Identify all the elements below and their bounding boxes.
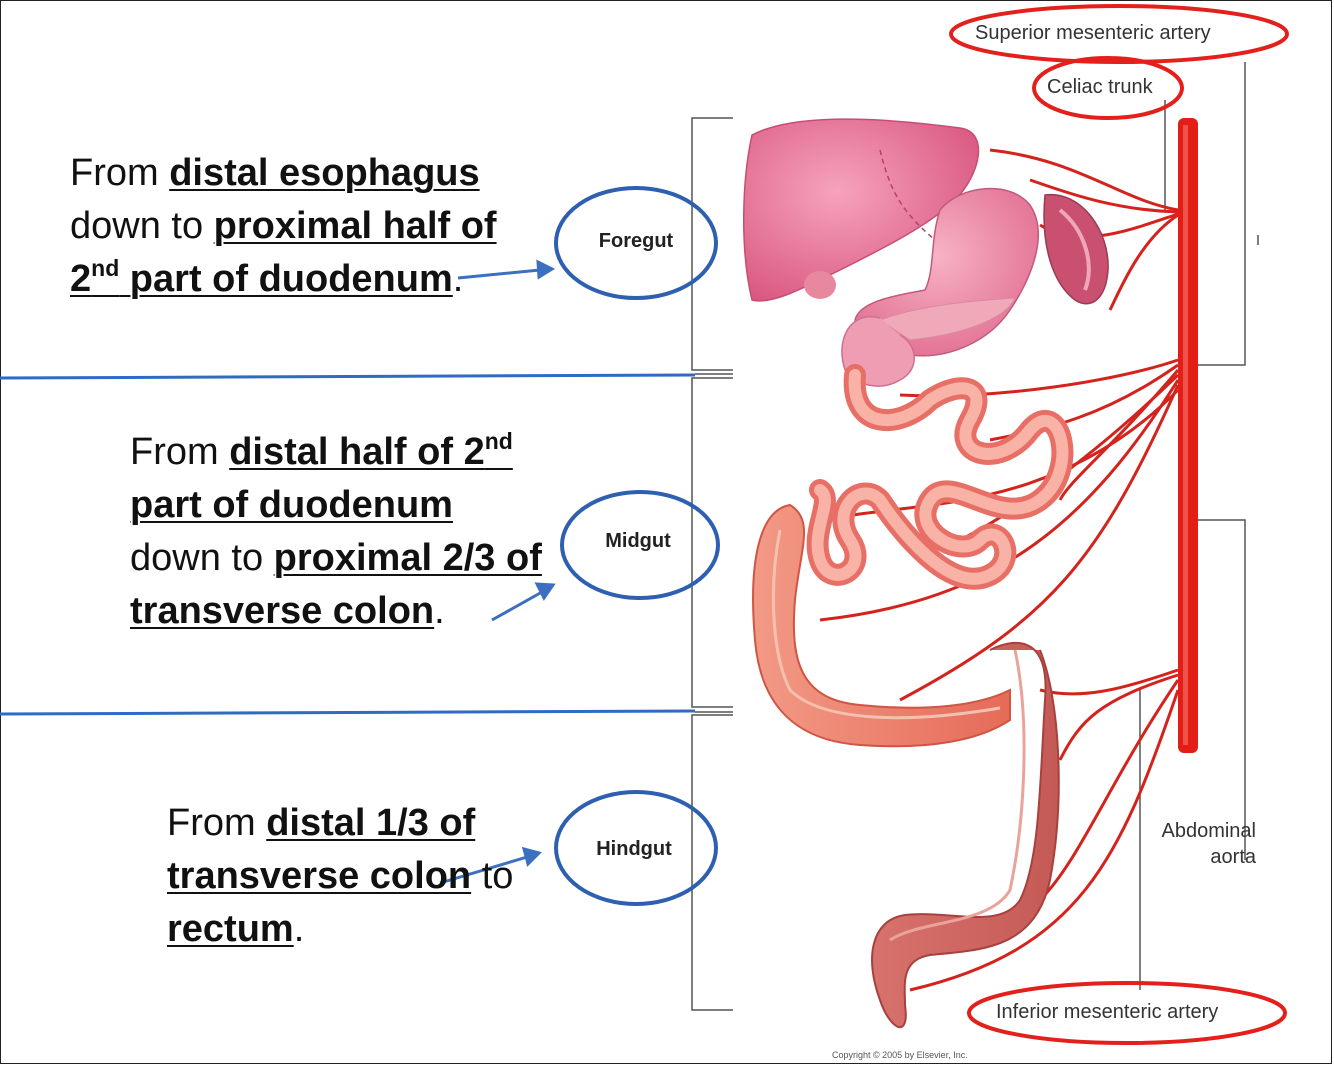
inferior-mesenteric-highlight xyxy=(967,981,1287,1045)
colon-midgut xyxy=(752,503,1011,748)
superior-mesenteric-highlight xyxy=(949,4,1289,64)
region-brackets xyxy=(691,117,733,1011)
midgut-label: Midgut xyxy=(605,530,671,552)
celiac-trunk-highlight xyxy=(1032,56,1184,120)
hindgut-label: Hindgut xyxy=(596,838,672,860)
liver xyxy=(742,118,980,302)
foregut-description: From distal esophagus down to proximal h… xyxy=(70,152,497,300)
midgut-description: From distal half of 2nd part of duodenum… xyxy=(130,428,542,633)
small-intestine xyxy=(806,364,1074,590)
superior-mesenteric-artery-label: Superior mesenteric artery xyxy=(975,22,1211,44)
hindgut-description: From distal 1/3 of transverse colon to r… xyxy=(167,802,514,950)
pointer-arrows xyxy=(439,259,556,885)
midgut-circle xyxy=(560,490,720,600)
artery-brackets xyxy=(1139,62,1259,990)
celiac-trunk-label: Celiac trunk xyxy=(1047,76,1153,98)
midgut-hindgut-divider xyxy=(0,709,696,716)
copyright-notice: Copyright © 2005 by Elsevier, Inc. xyxy=(832,1050,968,1060)
arterial-branches xyxy=(819,148,1180,992)
colon-hindgut xyxy=(871,641,1060,1028)
foregut-label: Foregut xyxy=(598,230,674,252)
pancreas xyxy=(878,297,1016,341)
spleen xyxy=(1043,193,1109,305)
abdominal-aorta-label-line1: Abdominal xyxy=(1161,820,1256,842)
foregut-circle xyxy=(554,186,718,300)
inferior-mesenteric-artery-label: Inferior mesenteric artery xyxy=(996,1001,1219,1023)
abdominal-aorta-label-line2: aorta xyxy=(1210,846,1256,868)
hindgut-circle xyxy=(554,790,718,906)
foregut-midgut-divider xyxy=(0,373,696,380)
